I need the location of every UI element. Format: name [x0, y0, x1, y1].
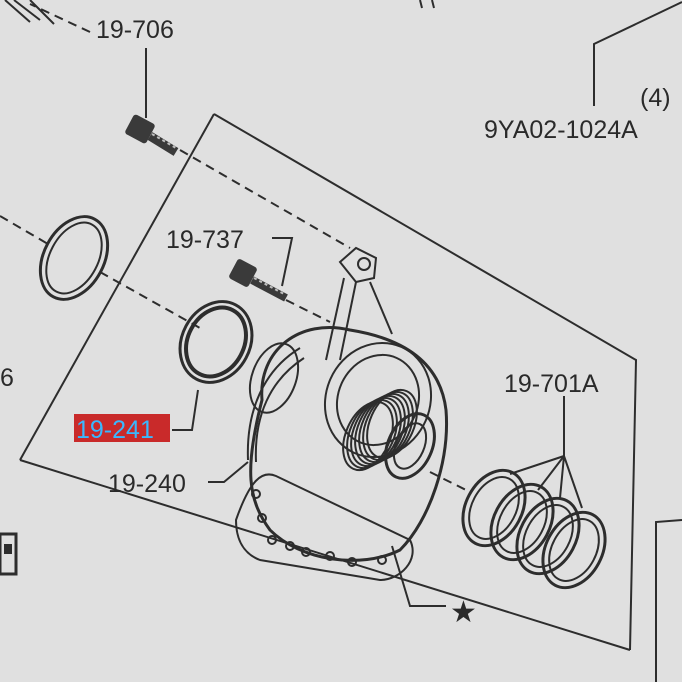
star-mark: ★ — [450, 596, 477, 629]
right-edge-box — [655, 519, 682, 682]
leader-19-706 — [29, 3, 147, 118]
label-19-737: 19-737 — [166, 226, 244, 254]
label-partial-left: 6 — [0, 364, 14, 392]
leader-star — [391, 545, 446, 607]
label-19-240: 19-240 — [108, 470, 186, 498]
label-ref-count: (4) — [640, 84, 671, 112]
section-frame — [19, 113, 638, 651]
bolt-19-737-icon — [229, 259, 288, 302]
leader-19-701a — [509, 396, 583, 509]
pump-housing-19-240-icon — [234, 246, 449, 582]
top-left-fragment — [4, 0, 55, 25]
highlight-box — [74, 414, 170, 442]
shaft-ribs — [342, 388, 436, 480]
left-partial-part-icon — [0, 532, 18, 576]
leader-9ya02 — [593, 1, 682, 106]
bolt-19-706-icon — [125, 114, 179, 156]
seal-rings-19-701a-icon — [461, 468, 607, 590]
top-edge-fragment — [419, 0, 435, 9]
label-9ya02: 9YA02-1024A — [484, 116, 638, 144]
leader-19-241 — [172, 389, 199, 431]
oring-19-241-icon — [178, 300, 254, 384]
leader-19-737 — [272, 237, 294, 287]
label-19-701a: 19-701A — [504, 370, 599, 398]
label-19-706: 19-706 — [96, 16, 174, 44]
dashed-guides — [0, 149, 471, 493]
label-19-241: 19-241 — [76, 416, 154, 444]
leader-19-240 — [208, 461, 249, 483]
